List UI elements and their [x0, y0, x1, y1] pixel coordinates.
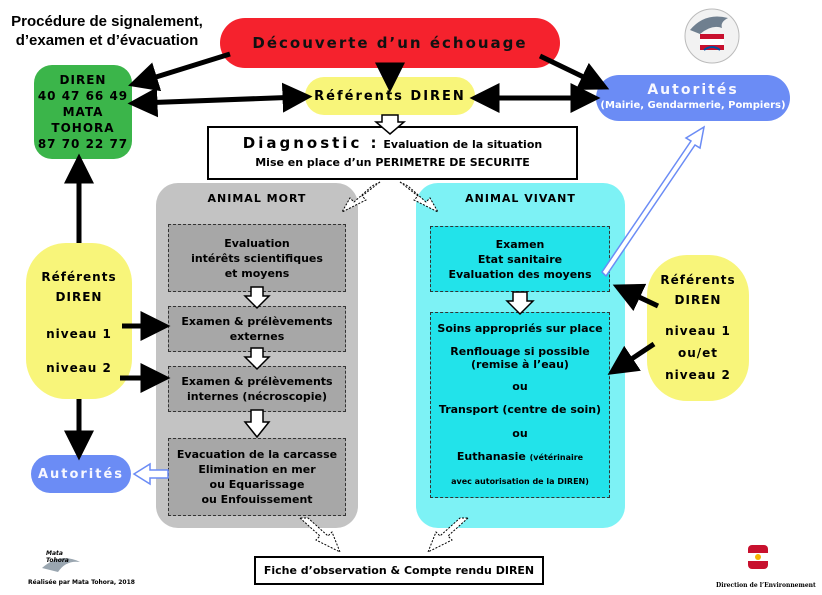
- footer-logo-text2: Tohora: [46, 557, 69, 564]
- footer-credit: Réalisée par Mata Tohora, 2018: [28, 579, 135, 586]
- dead-step3-line1: Examen & prélèvements: [181, 375, 333, 388]
- arrow-to-diagnostic: [373, 114, 407, 135]
- report-node: Fiche d’observation & Compte rendu DIREN: [254, 556, 544, 585]
- footer-department: Direction de l’Environnement: [716, 582, 816, 589]
- alive-euthanasia: Euthanasie: [456, 450, 526, 464]
- authorities-top-detail: (Mairie, Gendarmerie, Pompiers): [600, 100, 786, 111]
- referents-right-node: Référents DIREN niveau 1 ou/et niveau 2: [647, 255, 749, 401]
- arrow-evacuation-to-authorities: [132, 462, 169, 486]
- referents-right-level2: niveau 2: [665, 368, 731, 382]
- alive-refloat: Renflouage si possible: [450, 344, 590, 358]
- report-label: Fiche d’observation & Compte rendu DIREN: [263, 564, 535, 577]
- arrow-diagnostic-to-dead: [340, 181, 381, 214]
- alive-step1-line3: Evaluation des moyens: [448, 267, 592, 281]
- discovery-label: Découverte d’un échouage: [252, 34, 528, 52]
- dead-step1-line3: et moyens: [224, 266, 290, 280]
- discovery-node: Découverte d’un échouage: [220, 18, 560, 68]
- alive-step1-line2: Etat sanitaire: [477, 252, 563, 266]
- arrow-alive-1: [505, 291, 535, 316]
- diagnostic-node: Diagnostic : Evaluation de la situation …: [207, 126, 578, 180]
- dead-step2-line1: Examen & prélèvements: [181, 315, 333, 328]
- referents-left-level2: niveau 2: [46, 361, 112, 375]
- arrow-discovery-to-diren: [128, 51, 231, 92]
- referents-left-level1: niveau 1: [46, 327, 112, 341]
- arrow-dead-to-report: [298, 517, 341, 554]
- diren-contact-line1: DIREN: [59, 73, 107, 87]
- arrow-referents-diren: [127, 82, 313, 118]
- referents-right-title1: Référents: [660, 273, 736, 287]
- french-polynesia-emblem-icon: [748, 545, 768, 569]
- living-animal-title: ANIMAL VIVANT: [465, 192, 576, 205]
- alive-or-2: ou: [512, 426, 528, 440]
- diren-contact-line2: 40 47 66 49: [37, 89, 129, 103]
- diagnostic-line1: Evaluation de la situation: [383, 138, 543, 151]
- dolphin-logo-icon: [684, 8, 740, 64]
- arrow-dead-3: [243, 409, 271, 439]
- diagnostic-line2: Mise en place d’un PERIMETRE DE SECURITE: [255, 156, 530, 169]
- diren-contact-line4: 87 70 22 77: [37, 137, 129, 151]
- dead-step1-line2: intérêts scientifiques: [191, 251, 323, 265]
- dead-step2-line2: externes: [229, 330, 285, 343]
- footer-logo-text1: Mata: [46, 550, 63, 557]
- arrow-dead-1: [243, 286, 271, 310]
- dead-step-evacuation: Evacuation de la carcasse Elimination en…: [168, 438, 346, 516]
- alive-step-actions: Soins appropriés sur place Renflouage si…: [430, 312, 610, 498]
- arrow-exam-to-authorities: [601, 125, 706, 278]
- diren-contact-node: DIREN 40 47 66 49 MATA TOHORA 87 70 22 7…: [34, 65, 132, 159]
- arrow-discovery-to-authorities: [538, 53, 610, 90]
- dead-animal-title: ANIMAL MORT: [207, 192, 307, 205]
- arrow-right-level1-to-exam: [612, 283, 660, 312]
- diagram-title: Procédure de signalement, d’examen et d’…: [2, 12, 212, 50]
- arrow-diagnostic-to-alive: [399, 181, 440, 214]
- authorities-top-label: Autorités: [647, 82, 739, 98]
- dead-step4-line3: ou Equarissage: [209, 478, 305, 491]
- alive-euthanasia-note: (vétérinaire: [529, 453, 584, 463]
- dead-step4-line2: Elimination en mer: [198, 463, 316, 476]
- referents-right-title2: DIREN: [674, 293, 722, 307]
- dead-step3-line2: internes (nécroscopie): [187, 390, 327, 403]
- referents-right-level1: niveau 1: [665, 324, 731, 338]
- alive-refloat-note: (remise à l’eau): [471, 357, 569, 371]
- referents-left-title2: DIREN: [55, 290, 103, 304]
- alive-care: Soins appropriés sur place: [437, 322, 603, 336]
- dead-step1-line1: Evaluation: [224, 236, 290, 250]
- referents-left-title1: Référents: [41, 270, 117, 284]
- referents-right-andor: ou/et: [677, 346, 719, 360]
- dead-step4-line1: Evacuation de la carcasse: [176, 448, 338, 461]
- mata-tohora-logo-icon: [42, 558, 80, 572]
- authorities-left-label: Autorités: [37, 466, 125, 482]
- alive-transport: Transport (centre de soin): [438, 403, 602, 417]
- authorities-top-node: Autorités (Mairie, Gendarmerie, Pompiers…: [596, 75, 790, 121]
- diren-contact-line3: MATA TOHORA: [51, 105, 115, 135]
- referents-top-label: Référents DIREN: [314, 88, 466, 104]
- arrow-right-level2-to-actions: [607, 341, 656, 375]
- alive-or-1: ou: [512, 380, 528, 394]
- title-line-1: Procédure de signalement,: [11, 13, 203, 30]
- arrow-dead-2: [243, 347, 271, 371]
- dead-step4-line4: ou Enfouissement: [201, 493, 313, 506]
- arrow-alive-to-report: [427, 517, 470, 554]
- title-line-2: d’examen et d’évacuation: [15, 32, 199, 49]
- diagnostic-keyword: Diagnostic :: [242, 134, 380, 152]
- authorities-left-node: Autorités: [31, 455, 131, 493]
- alive-authorization: avec autorisation de la DIREN): [451, 476, 589, 486]
- referents-left-node: Référents DIREN niveau 1 niveau 2: [26, 243, 132, 399]
- alive-step1-line1: Examen: [495, 237, 545, 251]
- alive-step-exam: Examen Etat sanitaire Evaluation des moy…: [430, 226, 610, 292]
